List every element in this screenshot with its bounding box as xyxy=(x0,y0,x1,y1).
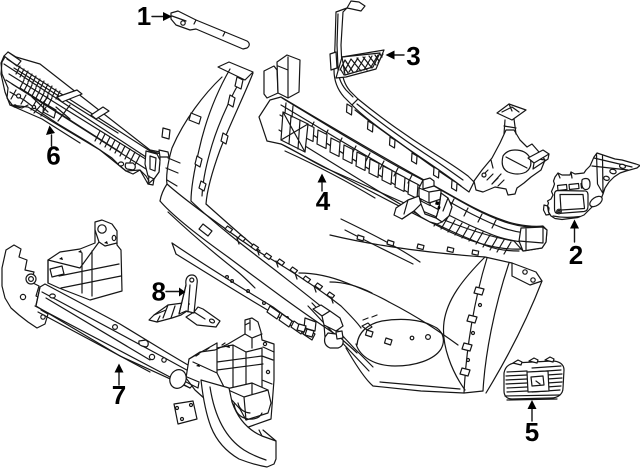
svg-text:4: 4 xyxy=(316,186,331,216)
svg-text:1: 1 xyxy=(137,1,151,31)
svg-text:6: 6 xyxy=(46,141,60,171)
svg-text:5: 5 xyxy=(525,417,539,447)
svg-text:3: 3 xyxy=(406,41,420,71)
svg-text:8: 8 xyxy=(151,277,165,307)
svg-text:2: 2 xyxy=(569,240,583,270)
svg-text:7: 7 xyxy=(112,380,126,410)
